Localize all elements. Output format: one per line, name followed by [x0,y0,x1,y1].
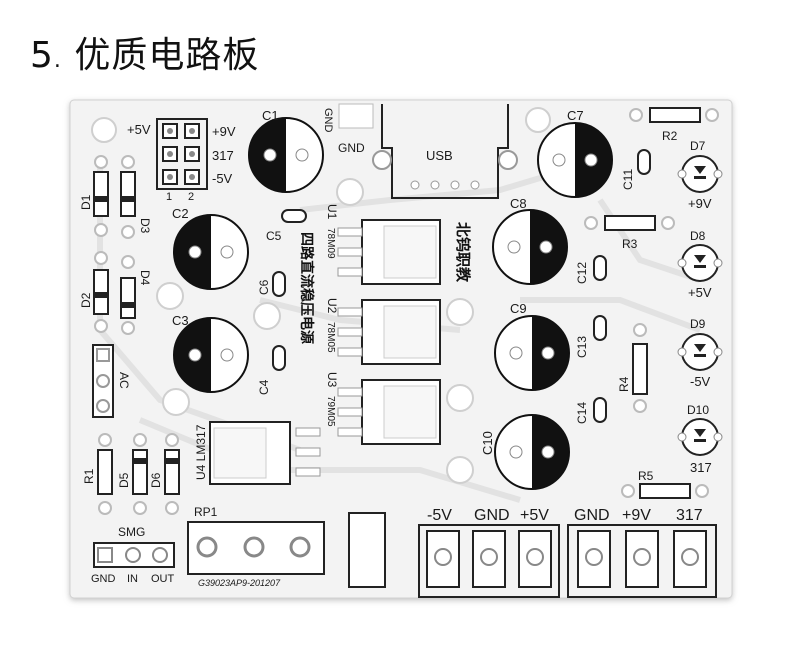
label-rp1: RP1 [194,505,218,519]
label-c12: C12 [575,262,589,284]
label-gnd-rot: GND [322,108,334,133]
label-chinese-left: 四路直流稳压电源 [298,232,315,344]
label-p9v: +9V [212,124,236,139]
label-term-gnd2: GND [574,507,610,524]
label-led-d7: +9V [688,196,712,211]
label-led-d8: +5V [688,285,712,300]
label-d1: D1 [79,194,93,210]
label-r5: R5 [638,469,654,483]
label-d6: D6 [149,472,163,488]
label-d10: D10 [687,403,709,417]
label-r3: R3 [622,237,638,251]
mount-hole [162,388,190,416]
label-c7: C7 [567,108,584,123]
label-smg-gnd: GND [91,573,116,585]
regulator-u3 [337,379,441,445]
label-d4: D4 [138,270,152,286]
label-n1: 1 [166,191,172,203]
led-d10 [677,418,723,456]
label-d3: D3 [138,218,152,234]
label-term-m5v: -5V [427,507,452,524]
cap-c1 [248,117,324,193]
cap-c10 [494,414,570,490]
title-dot: . [53,48,62,73]
label-d9: D9 [690,317,706,331]
label-pm5v: -5V [212,171,233,186]
label-d8: D8 [690,229,706,243]
regulator-u1 [337,219,441,285]
label-78m05: 78M05 [325,322,336,353]
led-d9 [677,333,723,371]
label-c9: C9 [510,301,527,316]
label-d2: D2 [79,292,93,308]
label-u2: U2 [325,298,339,314]
label-u3: U3 [325,372,339,388]
mount-hole [91,117,117,143]
mount-hole [446,384,474,412]
label-chinese-right: 北钨职教 [454,222,472,283]
label-smg-in: IN [127,573,138,585]
mount-hole [446,298,474,326]
label-c5: C5 [266,229,282,243]
label-c13: C13 [575,336,589,358]
label-c10: C10 [480,431,495,455]
label-term-gnd1: GND [474,507,510,524]
label-led-d9: -5V [690,374,711,389]
label-78m09: 78M09 [325,228,336,259]
label-smg-out: OUT [151,573,175,585]
mount-hole [525,107,551,133]
label-r2: R2 [662,129,678,143]
mount-hole [446,456,474,484]
mount-hole [253,302,281,330]
label-c8: C8 [510,196,527,211]
label-n2: 2 [188,191,194,203]
label-u1: U1 [325,204,339,220]
led-d8 [677,244,723,282]
label-d5: D5 [117,472,131,488]
label-serial: G39023AP9-201207 [198,578,281,588]
mount-hole [336,178,364,206]
label-d7: D7 [690,139,706,153]
label-term-p5v: +5V [520,507,549,524]
label-u4: U4 LM317 [194,424,208,480]
label-led-d10: 317 [690,460,712,475]
label-79m05: 79M05 [325,396,336,427]
led-d7 [677,155,723,193]
label-c2: C2 [172,206,189,221]
label-c3: C3 [172,313,189,328]
label-term-317: 317 [676,507,703,524]
label-r1: R1 [82,468,96,484]
label-p5v: +5V [127,122,151,137]
label-gnd-top: GND [338,141,365,155]
label-smg: SMG [118,525,145,539]
label-c11: C11 [621,169,635,190]
label-c14: C14 [575,402,589,424]
label-c6: C6 [257,279,271,295]
mount-hole [156,282,184,310]
label-p317: 317 [212,148,234,163]
title-number: 5 [30,35,54,76]
cap-c3 [173,317,249,393]
title-text: 优质电路板 [74,35,260,76]
label-c1: C1 [262,108,279,123]
label-ac: AC [117,372,131,389]
label-c4: C4 [257,379,271,395]
cap-c7 [537,122,613,198]
label-usb: USB [426,148,453,163]
label-term-p9v: +9V [622,507,651,524]
regulator-u4 [209,421,321,485]
regulator-u2 [337,299,441,365]
cap-c2 [173,214,249,290]
label-r4: R4 [617,376,631,392]
page-title: 5. 优质电路板 [30,26,259,78]
cap-c9 [494,315,570,391]
cap-c8 [492,209,568,285]
diode-group-left [93,171,136,319]
